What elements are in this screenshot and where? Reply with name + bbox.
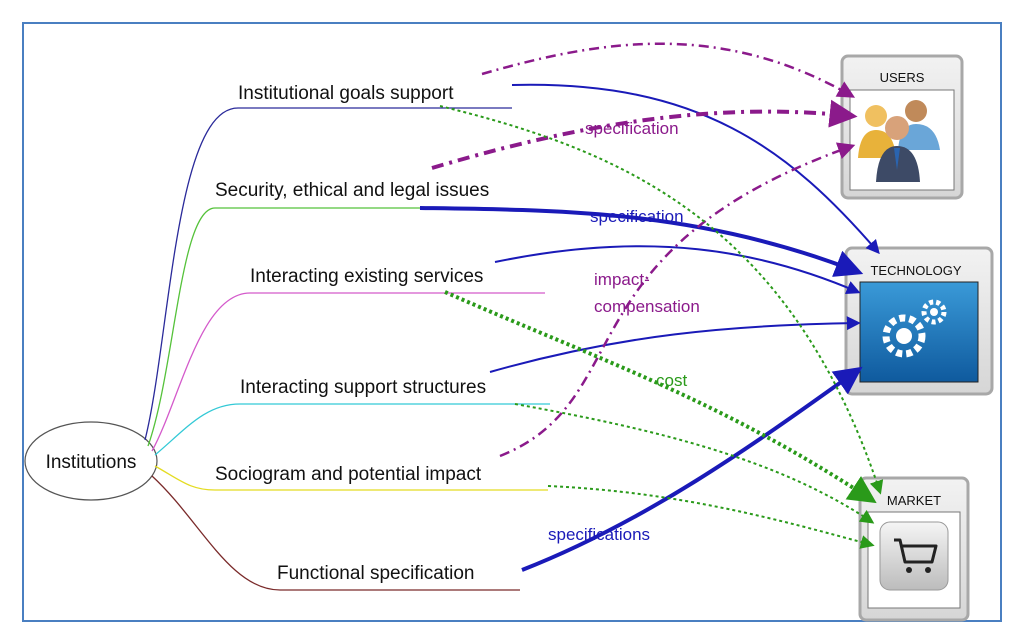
shopping-cart-icon bbox=[879, 521, 949, 591]
branch-line-existing bbox=[151, 292, 545, 452]
branch-connectors bbox=[144, 107, 550, 591]
branch-label-functional[interactable]: Functional specification bbox=[277, 563, 475, 584]
edge-labels: specification specification impact- comp… bbox=[548, 119, 700, 544]
branch-label-goals[interactable]: Institutional goals support bbox=[238, 83, 454, 104]
branch-labels: Institutional goals support Security, et… bbox=[215, 83, 489, 584]
branch-label-support[interactable]: Interacting support structures bbox=[240, 377, 486, 398]
green-arrows bbox=[439, 105, 884, 549]
technology-label: TECHNOLOGY bbox=[870, 263, 961, 278]
users-group-icon bbox=[858, 100, 940, 182]
branch-line-support bbox=[154, 403, 550, 456]
market-box[interactable]: MARKET bbox=[858, 476, 970, 622]
gears-icon bbox=[882, 299, 947, 358]
technology-box[interactable]: TECHNOLOGY bbox=[844, 246, 994, 396]
users-label: USERS bbox=[880, 70, 925, 85]
edge-label-market-spec: specifications bbox=[548, 525, 650, 544]
arrow-existing-technology bbox=[494, 245, 861, 295]
arrow-goals-users bbox=[481, 42, 856, 98]
branch-line-goals bbox=[144, 107, 512, 441]
edge-label-compensation: compensation bbox=[594, 297, 700, 316]
branch-line-security bbox=[147, 207, 420, 447]
arrow-existing-market bbox=[444, 290, 877, 504]
arrow-sociogram-market bbox=[547, 485, 875, 549]
root-label: Institutions bbox=[46, 452, 137, 473]
purple-arrows bbox=[431, 42, 858, 458]
arrow-support-market bbox=[514, 403, 875, 524]
edge-label-users-spec: specification bbox=[585, 119, 679, 138]
arrow-goals-technology bbox=[511, 83, 880, 255]
edge-label-tech-spec: specification bbox=[590, 207, 684, 226]
arrow-support-technology bbox=[489, 316, 861, 373]
arrow-security-users bbox=[431, 99, 858, 170]
root-node[interactable]: Institutions bbox=[24, 421, 158, 501]
branch-label-existing[interactable]: Interacting existing services bbox=[250, 266, 483, 287]
users-box[interactable]: USERS bbox=[840, 54, 964, 200]
blue-arrows bbox=[419, 83, 880, 572]
market-label: MARKET bbox=[887, 493, 941, 508]
edge-label-impact: impact- bbox=[594, 270, 650, 289]
branch-label-sociogram[interactable]: Sociogram and potential impact bbox=[215, 464, 482, 485]
branch-line-functional bbox=[151, 475, 520, 591]
arrow-security-technology bbox=[419, 206, 864, 277]
branch-label-security[interactable]: Security, ethical and legal issues bbox=[215, 180, 489, 201]
branch-line-sociogram bbox=[154, 465, 548, 491]
arrow-goals-market bbox=[439, 105, 884, 495]
edge-label-cost: cost bbox=[656, 371, 687, 390]
arrow-functional-technology bbox=[521, 366, 863, 572]
